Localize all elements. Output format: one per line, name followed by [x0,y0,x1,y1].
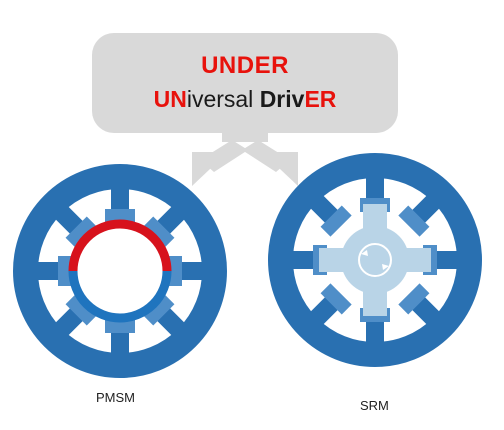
pmsm-stator-tooth [36,256,72,286]
srm-rotor [319,204,431,316]
subtitle-part-er: ER [304,86,337,112]
pmsm-stator-tooth [54,205,97,248]
pmsm-stator-tooth [54,294,97,337]
srm-stator-tooth [398,194,441,237]
pmsm-rotor-south-pole [68,270,172,323]
pmsm-stator-tooth [143,294,186,337]
srm-rotation-arrow-icon [361,250,368,256]
srm-rotor-pole [363,290,387,316]
banner-subtitle: UNiversal DrivER [92,85,398,113]
pmsm-stator-tooth [105,187,135,223]
srm-stator-tooth [309,194,352,237]
pmsm-stator-tooth [143,205,186,248]
srm-rotor-pole [405,248,431,272]
srm-stator-tooth [398,283,441,326]
srm-stator-tooth [309,283,352,326]
subtitle-part-iversal: iversal [186,86,260,112]
srm-shaft-ring [358,243,392,277]
srm-stator-ring [268,153,482,367]
pmsm-stator-ring [13,164,227,378]
srm-label: SRM [360,398,389,413]
pmsm-stator-tooth [168,256,204,286]
split-arrow-icon [192,128,298,186]
pmsm-label: PMSM [96,390,135,405]
srm-rotor-pole [319,248,345,272]
subtitle-part-un: UN [153,86,187,112]
pmsm-stator-tooth [105,319,135,355]
srm-rotor-pole [363,204,387,230]
pmsm-rotor-north-pole [68,219,172,272]
banner-title: UNDER [201,52,289,79]
banner-box [92,33,398,133]
subtitle-part-driv: Driv [259,86,305,112]
srm-rotation-arrow-icon [382,264,389,270]
srm-motor [268,153,482,367]
pmsm-motor [13,164,227,378]
